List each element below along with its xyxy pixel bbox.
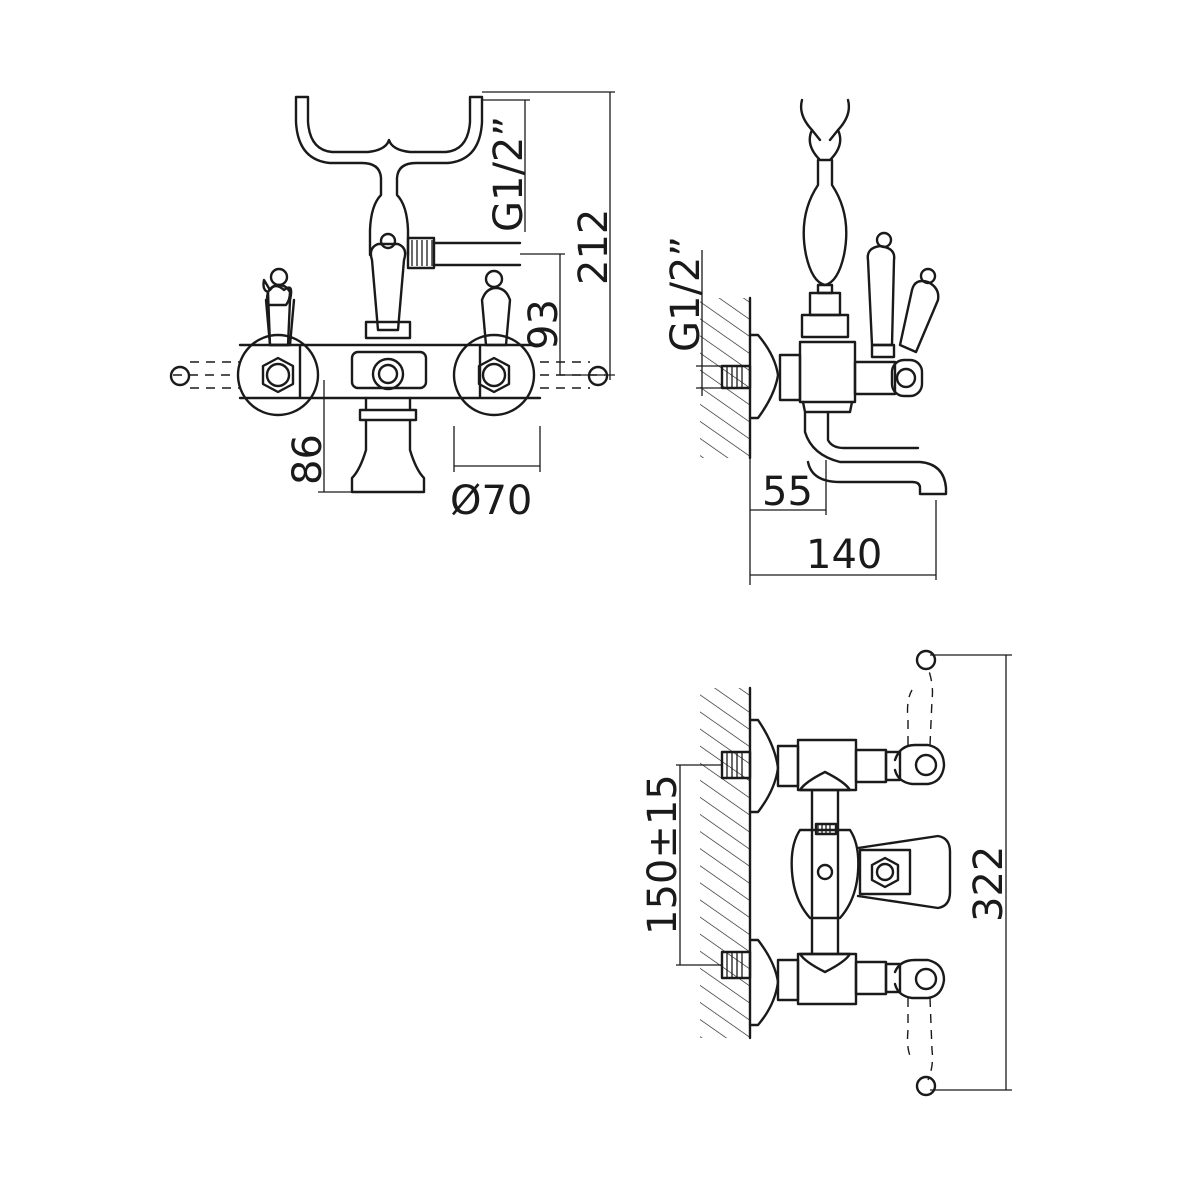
dim-front-86: 86 [285, 380, 352, 493]
front-view: G1/2” 212 93 86 Ø70 [169, 91, 617, 524]
dim-front-212-label: 212 [571, 209, 617, 285]
top-inlet-lower [748, 938, 780, 1027]
top-center-body [798, 770, 852, 974]
dim-top-150-label: 150±15 [640, 774, 686, 935]
side-rosette [748, 333, 780, 420]
dim-side-55: 55 [749, 458, 827, 585]
side-spout [801, 400, 948, 496]
dim-side-55-label: 55 [762, 469, 813, 515]
top-view: 150±15 322 [640, 649, 1012, 1097]
right-rosette [452, 333, 536, 417]
side-lever-front [866, 244, 896, 347]
spout [350, 396, 426, 494]
mixer-body [238, 343, 542, 400]
dim-front-93-label: 93 [521, 299, 567, 350]
dim-front-86-label: 86 [285, 434, 331, 485]
dim-top-322-label: 322 [966, 846, 1012, 922]
dim-top-322: 322 [930, 654, 1012, 1091]
top-inlet-upper [748, 718, 780, 814]
left-rosette [236, 333, 320, 417]
dim-front-70: Ø70 [450, 426, 541, 524]
dim-side-thread-label: G1/2” [663, 236, 709, 352]
dim-side-thread: G1/2” [663, 236, 722, 396]
right-lever [480, 286, 512, 347]
dim-top-150: 150±15 [640, 764, 722, 966]
handshower-cradle [294, 95, 484, 257]
side-body [778, 353, 802, 402]
handshower [799, 98, 851, 287]
dim-front-93: 93 [520, 253, 567, 375]
dim-front-thread: G1/2” [482, 99, 532, 232]
side-lever-back [898, 279, 940, 354]
side-view: G1/2” 55 140 [663, 98, 948, 585]
top-spout [856, 834, 952, 910]
diverter-lever [369, 242, 407, 332]
hose-outlet [406, 236, 436, 270]
dim-front-212: 212 [482, 91, 617, 380]
dim-side-140: 140 [750, 500, 937, 580]
dim-front-thread-label: G1/2” [486, 116, 532, 232]
wall-hatch-top [700, 688, 750, 1038]
dim-side-140-label: 140 [806, 532, 882, 578]
dim-front-70-label: Ø70 [450, 478, 532, 524]
